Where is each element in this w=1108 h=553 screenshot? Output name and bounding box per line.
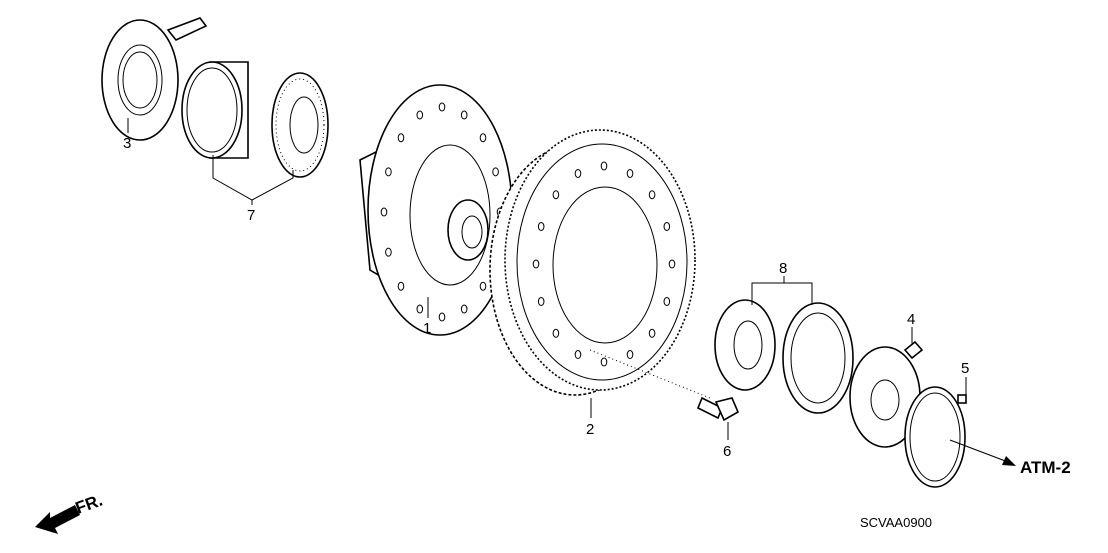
part-6-bolt[interactable] (589, 349, 740, 422)
bolt-hole (600, 357, 608, 367)
bolt-hole (648, 190, 656, 200)
bolt-hole (492, 167, 499, 177)
bolt-hole (438, 312, 446, 322)
part-8-bearing-set[interactable] (714, 299, 854, 414)
bolt-hole (385, 247, 392, 257)
callout-2: 2 (586, 421, 594, 438)
bolt-hole (663, 221, 671, 231)
bolt-hole (397, 133, 405, 143)
bolt-hole (626, 350, 634, 360)
bolt-hole (380, 207, 388, 217)
bolt-hole (552, 190, 560, 200)
callout-7: 7 (247, 207, 255, 224)
callout-5: 5 (961, 360, 969, 377)
bolt-hole (537, 297, 545, 307)
callout-8: 8 (779, 260, 787, 277)
bolt-hole (416, 304, 424, 314)
bolt-hole (626, 168, 634, 178)
bolt-hole (574, 168, 582, 178)
bolt-hole (479, 281, 487, 291)
callout-1: 1 (423, 320, 431, 337)
front-direction-label: FR. (73, 491, 105, 518)
bolt-hole (648, 328, 656, 338)
bolt-hole (438, 102, 446, 112)
bolt-hole (416, 110, 424, 120)
atm-2-arrow (949, 439, 1016, 466)
diagram-code: SCVAA0900 (860, 515, 932, 530)
callout-6: 6 (723, 443, 731, 460)
part-3-oil-seal[interactable] (101, 17, 208, 141)
part-1-differential-carrier[interactable] (359, 84, 513, 336)
bolt-hole (460, 304, 468, 314)
leader-lines (127, 118, 967, 440)
bolt-hole (479, 133, 487, 143)
callout-4: 4 (907, 311, 915, 328)
bolt-hole (600, 161, 608, 171)
bolt-hole (663, 297, 671, 307)
bolt-hole (574, 350, 582, 360)
part-2-final-driven-gear[interactable] (489, 129, 696, 396)
bolt-hole (397, 281, 405, 291)
part-7-bearing-set[interactable] (181, 61, 329, 178)
bolt-hole (460, 110, 468, 120)
bolt-hole (537, 221, 545, 231)
bolt-hole (532, 259, 540, 269)
reference-atm-2[interactable]: ATM-2 (1020, 458, 1071, 477)
callout-3: 3 (123, 135, 131, 152)
bolt-hole (385, 167, 392, 177)
part-5-snap-ring[interactable] (904, 386, 967, 488)
bolt-hole (668, 259, 676, 269)
front-arrow-icon (35, 505, 80, 534)
bolt-hole (552, 328, 560, 338)
